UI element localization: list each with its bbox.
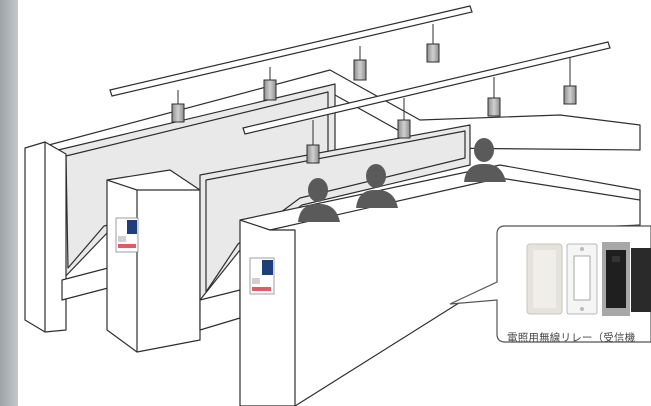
wall-switch-plate-2 (250, 258, 274, 294)
wall-switch-plate-1 (116, 218, 138, 252)
wall-texture-strip (0, 0, 18, 406)
wall-cover-plate-icon (527, 244, 562, 314)
middle-floor-band (200, 290, 240, 330)
wireless-relay-receiver-icon (602, 242, 651, 316)
product-caption: 電照用無線リレー（受信機 (507, 330, 635, 345)
mounting-frame-icon (567, 244, 597, 314)
middle-post (107, 170, 200, 352)
